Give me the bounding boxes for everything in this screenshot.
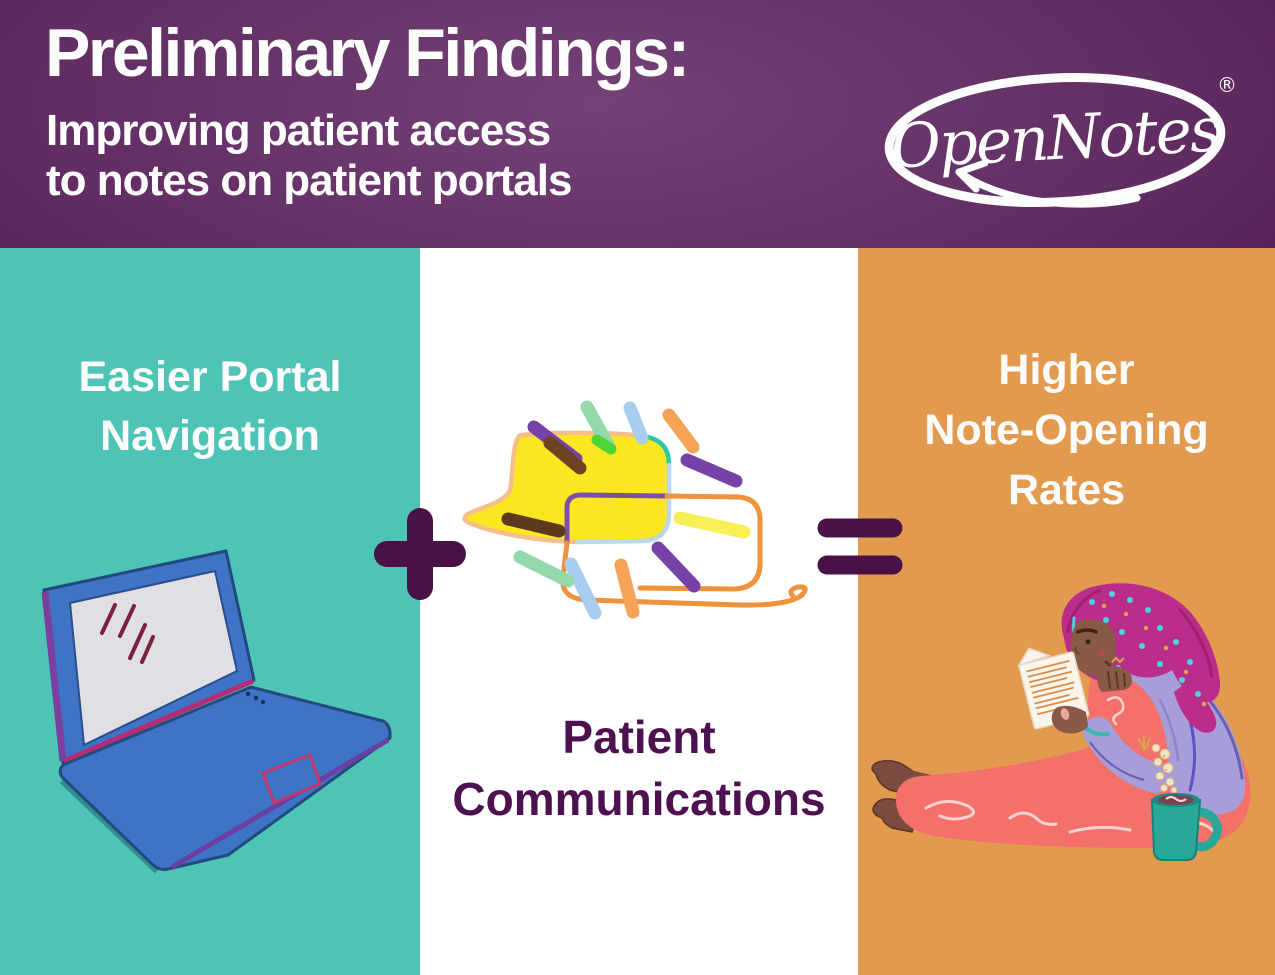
right-heading-line-3: Rates bbox=[1007, 466, 1126, 514]
lid-purple-edge bbox=[41, 591, 67, 762]
ray-orange-top-right bbox=[662, 408, 700, 454]
right-heading-line-1: Higher bbox=[998, 346, 1135, 394]
mug-steam-squiggle bbox=[1165, 796, 1187, 802]
ray-brown-bottom-left bbox=[501, 512, 566, 538]
orange-bubble-tail bbox=[560, 540, 808, 608]
popcorn-specks bbox=[1159, 755, 1167, 781]
touchpad bbox=[261, 753, 322, 805]
eye bbox=[1085, 639, 1091, 645]
note-text-lines bbox=[1026, 660, 1079, 716]
left-heading-line-1: Easier Portal bbox=[78, 353, 342, 401]
ray-dashes bbox=[501, 400, 751, 620]
orange-bubble-purple-segment bbox=[564, 492, 670, 546]
laptop-base bbox=[58, 685, 392, 871]
laptop-illustration bbox=[41, 549, 392, 874]
logo-arrow bbox=[955, 168, 1141, 208]
base-purple-edge bbox=[170, 737, 390, 870]
nose bbox=[1074, 645, 1081, 655]
subtitle-line-2: to notes on patient portals bbox=[46, 156, 572, 205]
panel-easier-portal-navigation: Easier Portal Navigation bbox=[0, 248, 420, 975]
right-heading-line-2: Note-Opening bbox=[924, 406, 1209, 454]
gold-trim bbox=[1111, 656, 1125, 664]
panel-patient-communications: Patient Communications bbox=[420, 248, 858, 975]
lips bbox=[1098, 651, 1106, 657]
thumb bbox=[1060, 708, 1070, 720]
ray-green-top bbox=[591, 434, 617, 455]
finger-lines bbox=[1107, 671, 1126, 689]
header-band: Preliminary Findings: Improving patient … bbox=[0, 0, 1275, 248]
left-heading-line-2: Navigation bbox=[100, 412, 320, 460]
ray-yellow-right bbox=[673, 511, 751, 539]
mug-handle bbox=[1189, 807, 1222, 852]
logo-arrowhead bbox=[955, 159, 989, 193]
equals-icon bbox=[817, 518, 903, 575]
sleeve-cuff bbox=[1084, 726, 1110, 737]
logo-wordmark: OpenNotes bbox=[889, 94, 1221, 182]
panel-higher-note-opening-rates: Higher Note-Opening Rates bbox=[858, 248, 1275, 975]
subtitle-line-1: Improving patient access bbox=[46, 106, 551, 155]
screen-reflection-slashes bbox=[100, 603, 155, 664]
poster-subtitle: Improving patient access to notes on pat… bbox=[46, 106, 572, 206]
ray-lightblue-top bbox=[623, 401, 649, 445]
ray-orange-bottom bbox=[614, 558, 640, 619]
person-reading-note-illustration bbox=[871, 583, 1251, 861]
orange-bubble-outline bbox=[637, 493, 763, 592]
chest-fold-line bbox=[1106, 696, 1125, 726]
ray-brown-top-left bbox=[543, 436, 587, 475]
headscarf-drape bbox=[1174, 680, 1217, 733]
middle-heading-line-1: Patient bbox=[562, 711, 716, 763]
poster-title: Preliminary Findings: bbox=[45, 15, 690, 91]
purple-top bbox=[1124, 669, 1246, 815]
yellow-bubble-blue-outline bbox=[575, 462, 672, 545]
yellow-bubble-peach-outline bbox=[462, 430, 644, 545]
plus-icon bbox=[374, 508, 466, 600]
ray-lightblue-bottom-left bbox=[564, 557, 602, 620]
eyebrow bbox=[1076, 628, 1098, 634]
middle-panel-heading: Patient Communications bbox=[420, 706, 858, 830]
hand-on-chest bbox=[1097, 666, 1132, 692]
registered-trademark: ® bbox=[1217, 73, 1237, 97]
mug-body bbox=[1150, 799, 1202, 861]
right-panel-heading: Higher Note-Opening Rates bbox=[858, 340, 1275, 520]
ray-mint-bottom-left bbox=[513, 550, 575, 588]
left-panel-heading: Easier Portal Navigation bbox=[0, 348, 420, 466]
opennotes-logo: OpenNotes ® bbox=[884, 72, 1237, 208]
middle-heading-line-2: Communications bbox=[452, 773, 826, 825]
ray-purple-right bbox=[680, 453, 743, 488]
purple-sleeve-forearm bbox=[1083, 717, 1171, 793]
ray-purple-bottom-right bbox=[651, 541, 701, 593]
vent-dots bbox=[245, 691, 266, 705]
speech-bubbles-illustration bbox=[462, 400, 808, 620]
sleeve-contour bbox=[1089, 741, 1145, 781]
gold-sprig bbox=[1137, 735, 1151, 751]
lid-magenta-edge bbox=[63, 678, 254, 764]
